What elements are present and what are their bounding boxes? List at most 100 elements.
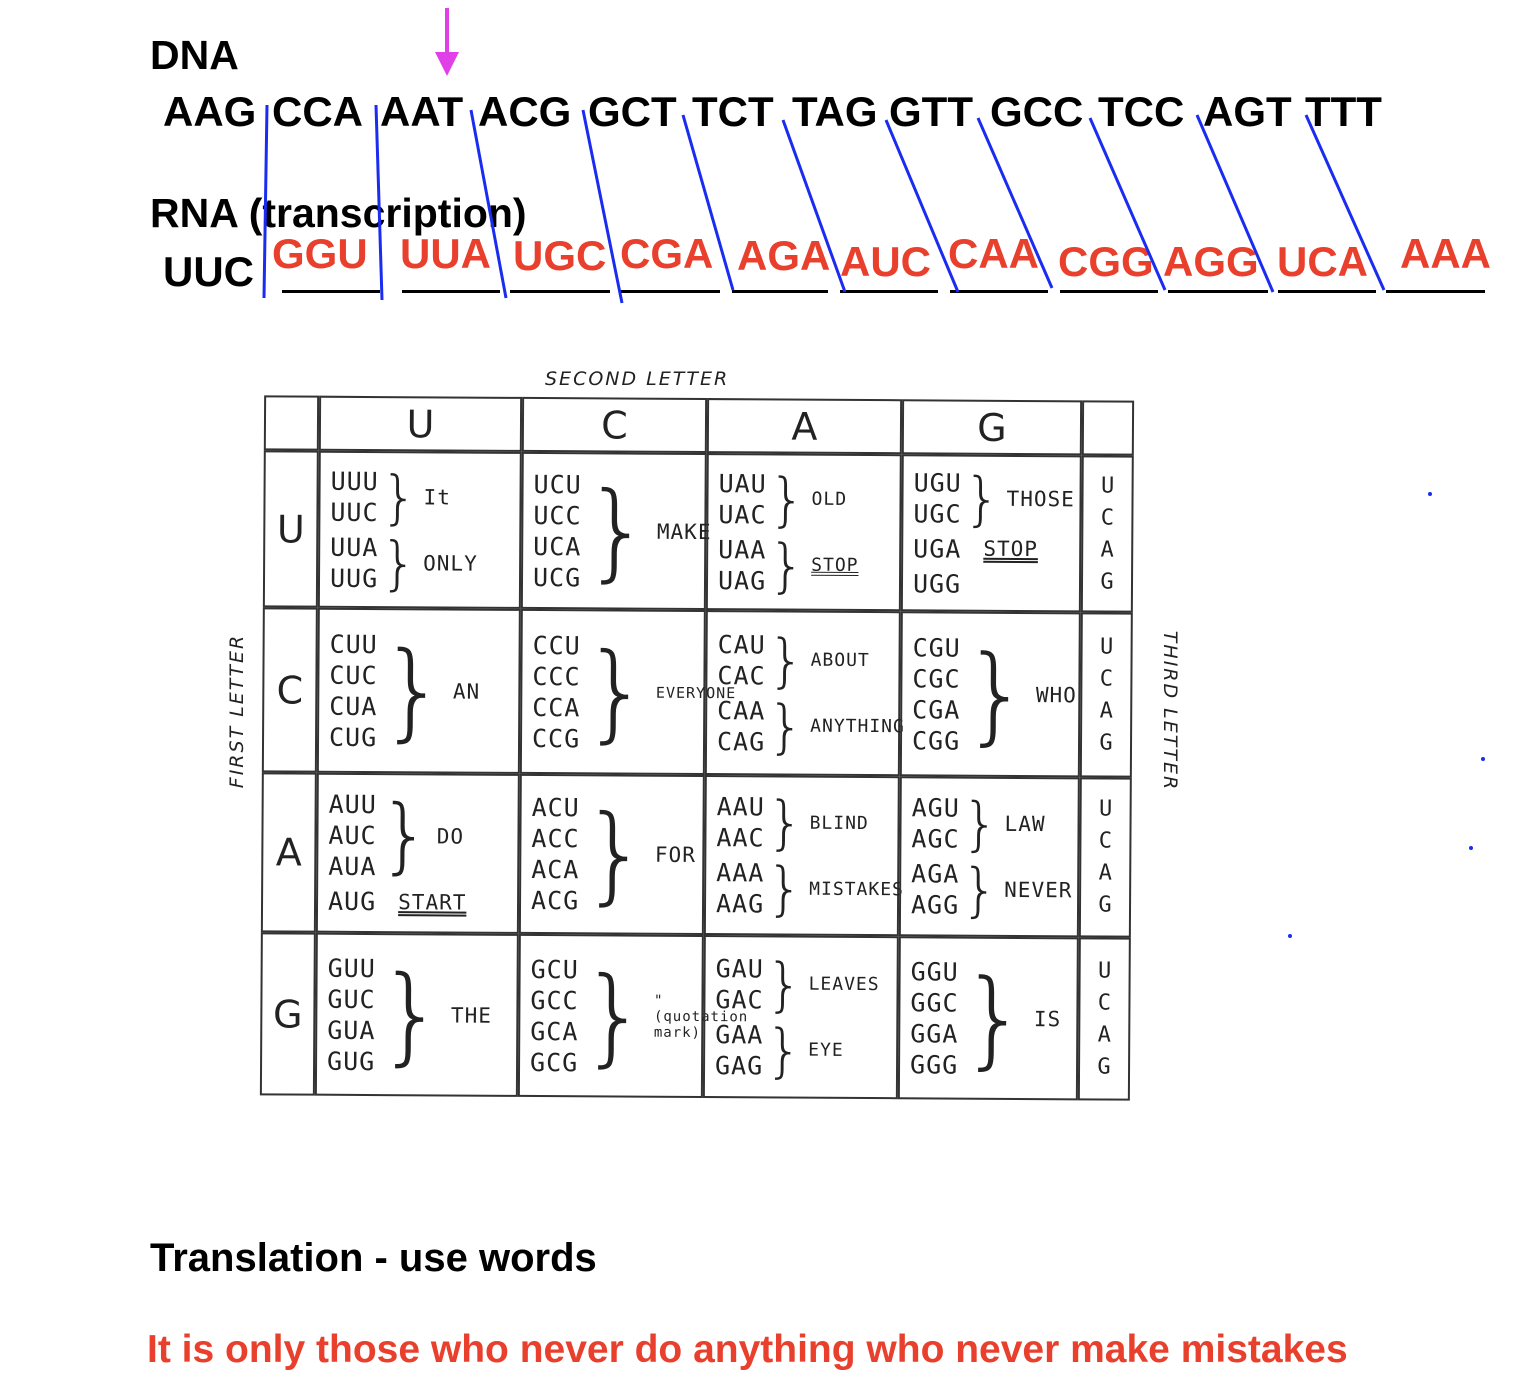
codon: CAU [717, 629, 766, 659]
third-letter: G [1097, 1053, 1111, 1080]
codon: AAG [715, 889, 765, 919]
codon: CUA [329, 691, 378, 721]
first-letter-label: FIRST LETTER [226, 633, 249, 789]
table-corner [1081, 400, 1135, 456]
second-letter-header: G [901, 399, 1083, 456]
third-letter: U [1099, 633, 1114, 660]
brace-icon: } [378, 787, 432, 883]
brace-icon: } [582, 629, 651, 754]
codon: UAA [718, 534, 767, 564]
first-letter-header: U [262, 450, 319, 608]
brace-icon: } [768, 464, 806, 534]
codon-divider-line [374, 104, 384, 301]
dna-codon: TCT [692, 88, 774, 135]
third-letter: C [1097, 989, 1112, 1016]
codon: GCA [530, 1016, 579, 1046]
codon-divider-line [681, 114, 735, 291]
answer-blank [620, 290, 720, 293]
rna-given-codon: UUC [163, 248, 254, 295]
arrow-down-icon [435, 52, 459, 76]
third-letter: A [1100, 536, 1114, 563]
brace-icon: } [962, 632, 1031, 756]
brace-icon: } [379, 628, 448, 752]
rna-label: RNA (transcription) [150, 190, 527, 236]
code-word: STOP [811, 554, 859, 576]
code-word: WHO [1035, 682, 1077, 707]
answer-blank [1060, 290, 1158, 293]
code-word: DO [436, 823, 465, 849]
brace-icon: } [960, 956, 1029, 1080]
codon: AGU [911, 793, 960, 823]
codon: UAC [718, 499, 767, 529]
code-word: ABOUT [810, 649, 870, 672]
first-letter-header: G [259, 932, 316, 1096]
codon: UCU [533, 469, 582, 499]
rna-codon: CGA [620, 230, 714, 277]
codon: UGG [912, 568, 962, 599]
codon: GGC [910, 987, 959, 1018]
codon: AUG [327, 886, 377, 917]
codon-divider-line [884, 119, 960, 293]
brace-icon: } [377, 952, 446, 1076]
rna-codon: CAA [948, 230, 1039, 277]
third-letter: G [1099, 729, 1113, 756]
brace-icon: } [767, 625, 805, 695]
brace-icon: } [961, 789, 999, 858]
codon: UGU [913, 467, 962, 498]
third-letter: C [1098, 828, 1113, 854]
codon: UUA [330, 532, 379, 562]
third-letter-label: THIRD LETTER [1159, 630, 1182, 792]
stray-dot [1469, 846, 1473, 850]
codon: GUA [327, 1015, 376, 1045]
codon: CCA [532, 692, 581, 722]
codon: CAA [717, 695, 766, 725]
stray-dot [1428, 492, 1432, 496]
codon: CAG [716, 726, 766, 756]
codon: UGC [913, 498, 962, 529]
codon: AGG [910, 890, 960, 920]
codon: AGA [911, 859, 960, 889]
codon: UUC [330, 497, 379, 527]
brace-icon: } [767, 691, 805, 761]
codon: AUA [328, 851, 377, 882]
answer-blank [1278, 290, 1376, 293]
codon: CCU [532, 630, 581, 660]
third-letter: A [1097, 1021, 1111, 1048]
third-letter: A [1098, 860, 1112, 886]
brace-icon: } [380, 528, 418, 597]
code-word: STOP [983, 536, 1039, 562]
codon: UUU [330, 466, 379, 496]
rna-codon: AAA [1400, 230, 1491, 277]
codon: UCC [533, 500, 582, 530]
first-letter-header: A [260, 772, 317, 933]
stray-dot [1288, 934, 1292, 938]
codon: UAG [717, 565, 767, 595]
codon: GAA [715, 1019, 764, 1049]
codon-divider-line [581, 109, 624, 304]
dna-label: DNA [150, 32, 239, 78]
dna-codon: ACG [478, 88, 572, 135]
dna-codon: AGT [1203, 88, 1292, 135]
answer-blank [282, 290, 380, 293]
brace-icon: } [766, 854, 804, 923]
codon: GGA [910, 1018, 959, 1049]
code-word: MISTAKES [809, 878, 904, 900]
